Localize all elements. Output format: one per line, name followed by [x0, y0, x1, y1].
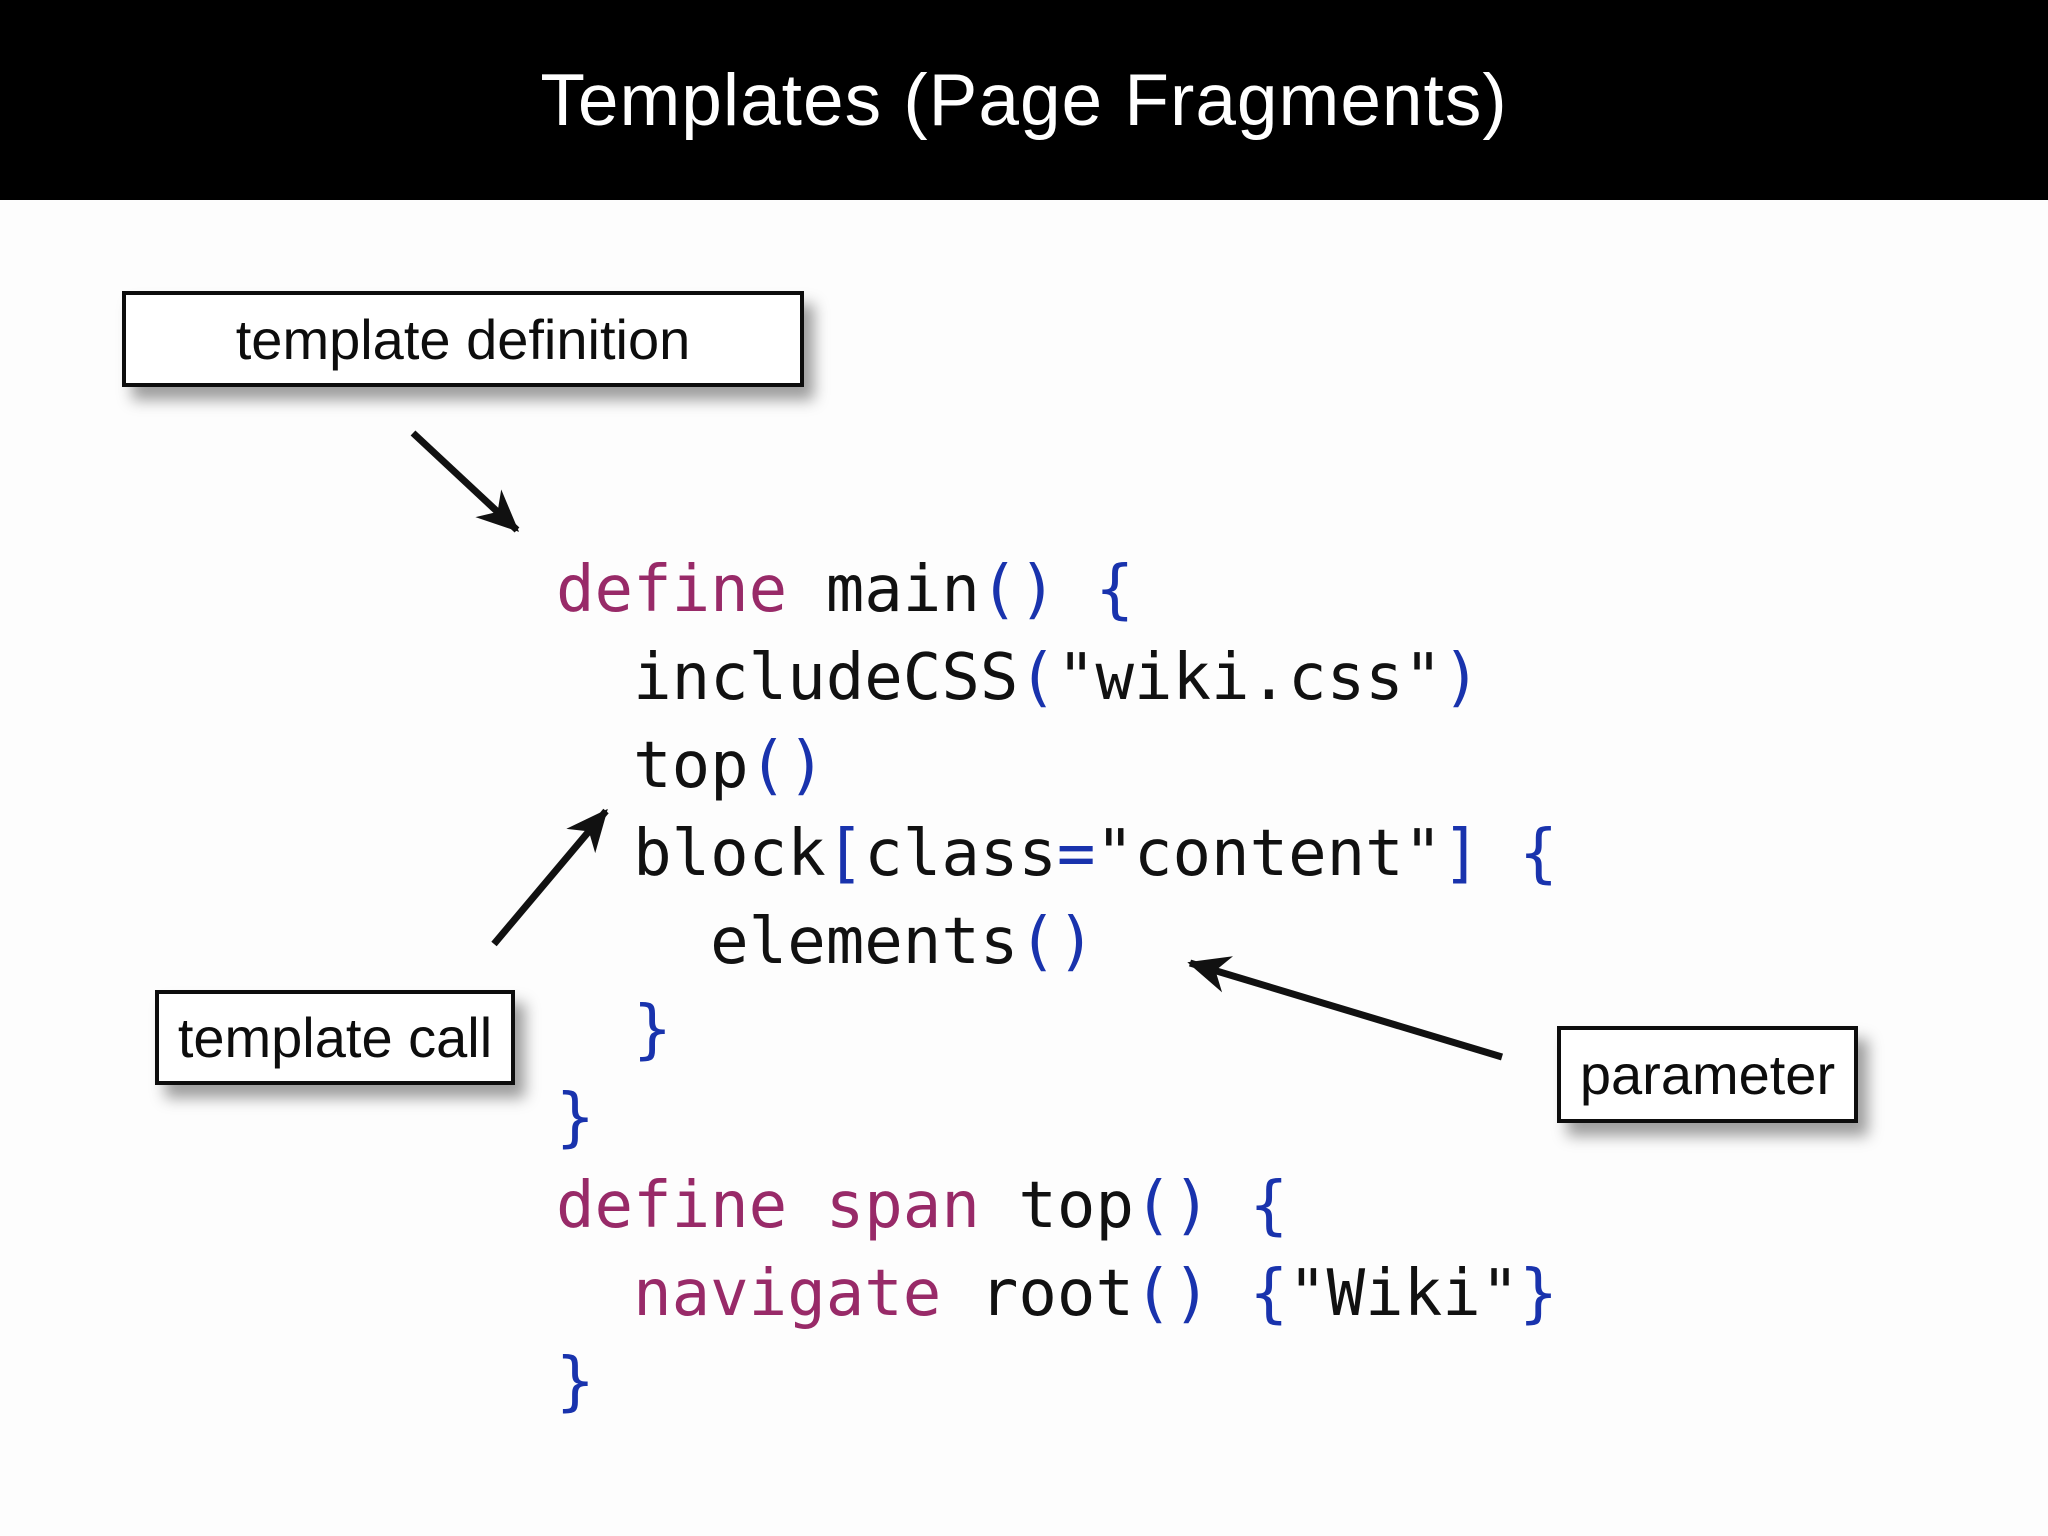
code-token: () [1133, 1257, 1212, 1331]
code-token: elements [556, 905, 1019, 979]
callout-template-call-label: template call [177, 1006, 493, 1069]
code-token: { [1095, 553, 1134, 627]
code-token: "Wiki" [1288, 1257, 1520, 1331]
code-token: top [979, 1169, 1134, 1243]
code-token: root [941, 1257, 1134, 1331]
code-token: { [1249, 1169, 1289, 1243]
code-token: } [1519, 1257, 1558, 1331]
code-line: } [556, 1338, 1558, 1426]
callout-template-call: template call [155, 990, 515, 1085]
code-line: define span top() { [556, 1162, 1558, 1250]
code-token: () [748, 729, 826, 803]
arrow-template-definition [410, 430, 520, 533]
code-token: top [556, 729, 749, 803]
code-line: define main() { [556, 546, 1558, 634]
code-line: } [556, 1074, 1558, 1162]
code-token: () [979, 553, 1057, 627]
code-token: () [1133, 1169, 1212, 1243]
code-token: define [556, 553, 788, 627]
title-bar: Templates (Page Fragments) [0, 0, 2048, 200]
code-block: define main() { includeCSS("wiki.css") t… [556, 546, 1558, 1426]
code-token: main [825, 553, 980, 627]
callout-template-definition: template definition [122, 291, 804, 387]
code-line: elements() [556, 898, 1558, 986]
code-token: "content" [1095, 817, 1443, 891]
code-line: block[class="content"] { [556, 810, 1558, 898]
callout-template-definition-label: template definition [235, 307, 691, 371]
code-token: ) [1442, 641, 1481, 715]
code-token [1057, 553, 1096, 627]
code-token: ] [1442, 817, 1481, 891]
code-token: "wiki.css" [1056, 641, 1443, 715]
callout-parameter-label: parameter [1579, 1043, 1836, 1106]
code-token [1211, 1169, 1250, 1243]
code-line: includeCSS("wiki.css") [556, 634, 1558, 722]
code-token [1481, 817, 1520, 891]
code-token: } [556, 1345, 595, 1419]
code-line: navigate root() {"Wiki"} [556, 1250, 1558, 1338]
code-token [1211, 1257, 1250, 1331]
slide-title: Templates (Page Fragments) [540, 59, 1508, 141]
code-line: top() [556, 722, 1558, 810]
code-token: [ [825, 817, 865, 891]
code-line: } [556, 986, 1558, 1074]
code-token: navigate [556, 1257, 942, 1331]
code-token [787, 553, 826, 627]
code-token: } [556, 1081, 595, 1155]
code-token: class [864, 817, 1057, 891]
code-token: define span [556, 1169, 980, 1243]
code-token: block [556, 817, 826, 891]
code-token: } [556, 993, 672, 1067]
code-token: { [1249, 1257, 1289, 1331]
code-token: = [1056, 817, 1096, 891]
code-token: includeCSS [556, 641, 1019, 715]
code-token: () [1018, 905, 1096, 979]
code-token: { [1519, 817, 1558, 891]
code-token: ( [1018, 641, 1057, 715]
callout-parameter: parameter [1557, 1026, 1858, 1123]
